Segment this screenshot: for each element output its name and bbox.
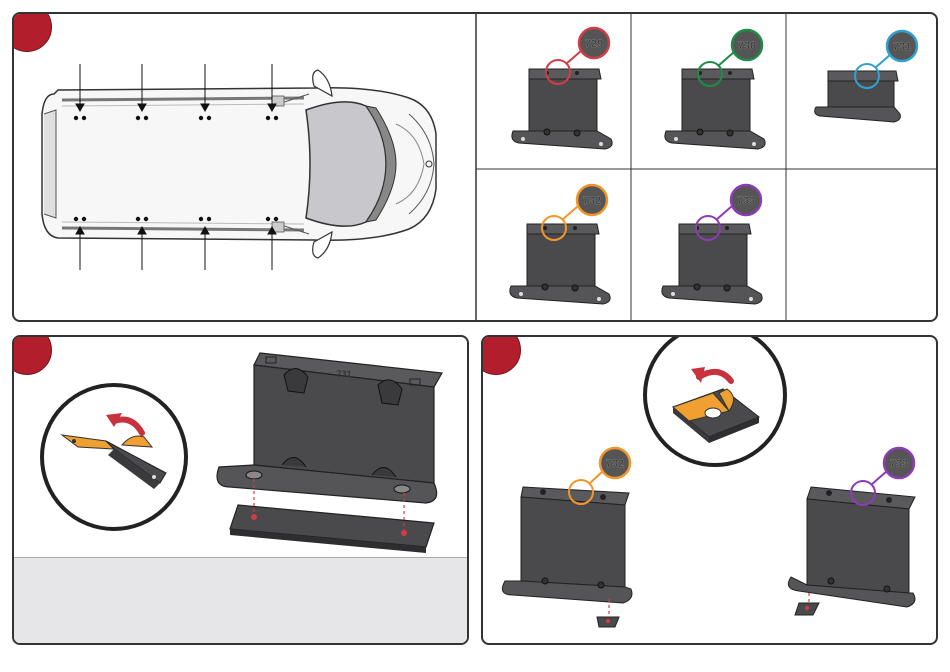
tape-peel-detail: [42, 385, 186, 529]
bracket-733-install: 733: [788, 448, 915, 615]
large-bracket: 731: [217, 353, 442, 553]
step-3-panel: 732 733: [481, 335, 938, 645]
bracket-732: 732: [510, 185, 610, 304]
bracket-733: 733: [662, 185, 762, 304]
bracket-732-install: 732: [502, 448, 632, 627]
step-1-illustration: 729 730 731 732: [14, 14, 938, 322]
step-2-illustration: 731: [14, 337, 469, 562]
bracket-code-731: 731: [893, 41, 911, 53]
step-2-panel: 731: [12, 335, 469, 645]
step-1-panel: 729 730 731 732: [12, 12, 938, 322]
bracket-729: 729: [512, 28, 612, 149]
van-top-view: [42, 70, 436, 258]
bracket-code-732: 732: [583, 195, 601, 207]
bracket-code-right: 733: [890, 458, 908, 470]
bracket-code-733: 733: [737, 195, 755, 207]
bracket-730: 730: [665, 30, 765, 149]
bracket-731: 731: [815, 31, 917, 122]
bracket-stamp: 731: [336, 369, 351, 379]
step-3-illustration: 732 733: [483, 337, 938, 645]
bracket-code-729: 729: [585, 38, 603, 50]
bracket-code-730: 730: [738, 40, 756, 52]
bracket-code-left: 732: [606, 458, 624, 470]
notes-area: [14, 557, 467, 643]
pad-peel-detail: [645, 337, 785, 465]
